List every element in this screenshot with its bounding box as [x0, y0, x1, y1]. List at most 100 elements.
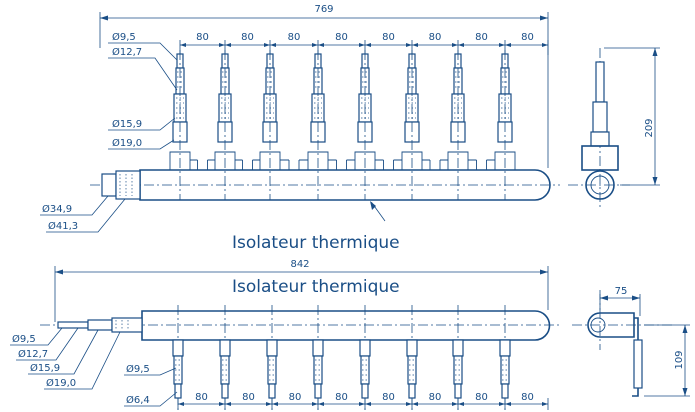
callout-d34-9: Ø34,9: [42, 203, 72, 215]
callout-d41-3: Ø41,3: [48, 220, 78, 232]
pitch-dimension-chain: 80 80 80 80 80 80 80 80: [179, 32, 549, 55]
pitch-label: 80: [475, 32, 488, 43]
outlet-stubs-bottom: [172, 305, 511, 410]
outlet-stub-bottom: [172, 305, 184, 410]
outlet-stub: [262, 50, 278, 200]
pitch-label-bottom: 80: [335, 392, 348, 403]
pitch-arrow-bottom: [452, 402, 458, 406]
side-profile-bottom: [587, 312, 635, 338]
side-pipe-circle: [585, 170, 615, 200]
insulation-label-top: Isolateur thermique: [232, 233, 400, 253]
width-label-75: 75: [615, 286, 628, 297]
inlet-tube-mid: [87, 319, 113, 331]
pitch-label-bottom: 80: [242, 392, 255, 403]
leader-d41-3: [46, 198, 126, 233]
side-clamp-top: [581, 145, 619, 171]
outlet-stub-bottom: [499, 305, 511, 410]
callout-out-d6-4: Ø6,4: [126, 394, 150, 406]
leader-d19-0: [108, 139, 175, 150]
top-view: 769 80 80 80 80 80 80 80 80 Ø9,5 Ø12,7 Ø15,9 Ø1…: [40, 4, 660, 253]
pitch-arrow-bottom: [505, 402, 511, 406]
pitch-arrow-bottom: [312, 402, 318, 406]
pitch-arrow: [406, 43, 412, 47]
pitch-arrow-bottom: [365, 402, 371, 406]
inlet-fitting: [115, 170, 141, 200]
callout-b-d12-7: Ø12,7: [18, 348, 48, 360]
outlet-stub: [217, 50, 233, 200]
bottom-view: 842 Isolateur thermique Ø9,5 Ø12,7 Ø15,9…: [10, 259, 690, 410]
pitch-arrow: [365, 43, 371, 47]
pitch-arrow-bottom: [499, 402, 505, 406]
pitch-label: 80: [241, 32, 254, 43]
overall-length-label-bottom: 842: [290, 259, 309, 270]
outlet-stub-bottom: [312, 305, 324, 410]
pitch-arrow-bottom: [542, 402, 548, 406]
pitch-label: 80: [335, 32, 348, 43]
inlet-tube-small: [57, 321, 89, 329]
clamp-teeth: [169, 151, 516, 170]
pitch-label-bottom: 80: [195, 392, 208, 403]
pitch-arrow: [318, 43, 324, 47]
callout-b-d15-9: Ø15,9: [30, 362, 60, 374]
overall-length-label: 769: [314, 4, 333, 15]
pitch-label-bottom: 80: [475, 392, 488, 403]
pitch-arrow-bottom: [225, 402, 231, 406]
outlet-stubs: [172, 50, 513, 200]
callout-d15-9: Ø15,9: [112, 118, 142, 130]
pitch-label-bottom: 80: [429, 392, 442, 403]
callout-d19-0: Ø19,0: [112, 137, 142, 149]
pitch-label: 80: [196, 32, 209, 43]
pitch-arrow-bottom: [406, 402, 412, 406]
pitch-label: 80: [382, 32, 395, 43]
pitch-label: 80: [288, 32, 301, 43]
leader-d9-5: [108, 42, 178, 61]
inlet-nut: [101, 173, 117, 197]
outlet-stub: [310, 50, 326, 200]
pitch-label: 80: [521, 32, 534, 43]
callout-d12-7: Ø12,7: [112, 46, 142, 58]
pitch-arrow: [219, 43, 225, 47]
pitch-arrow: [225, 43, 231, 47]
pitch-arrow-bottom: [458, 402, 464, 406]
pitch-arrow: [452, 43, 458, 47]
pitch-arrow: [359, 43, 365, 47]
outlet-stub-bottom: [452, 305, 464, 410]
pitch-arrow: [542, 43, 548, 47]
callout-d9-5: Ø9,5: [112, 31, 136, 43]
outlet-stub: [172, 50, 188, 200]
leader-d12-7: [108, 57, 178, 91]
pitch-arrow-bottom: [178, 402, 184, 406]
leader-d15-9: [108, 117, 176, 131]
outlet-stub-bottom: [359, 305, 371, 410]
pitch-arrow-bottom: [412, 402, 418, 406]
header-pipe-body-bottom: [141, 310, 551, 341]
outlet-stub: [357, 50, 373, 200]
outlet-stub-bottom: [406, 305, 418, 410]
pitch-label-bottom: 80: [382, 392, 395, 403]
inlet-tube-large: [111, 317, 143, 333]
pitch-arrow-bottom: [318, 402, 324, 406]
pitch-arrow-bottom: [266, 402, 272, 406]
height-label-109: 109: [674, 350, 685, 369]
outlet-stub: [497, 50, 513, 200]
outlet-stub: [404, 50, 420, 200]
pitch-label: 80: [429, 32, 442, 43]
insulation-label-bottom: Isolateur thermique: [232, 277, 400, 297]
pitch-arrow: [264, 43, 270, 47]
pitch-arrow: [270, 43, 276, 47]
callout-b-d19-0: Ø19,0: [46, 377, 76, 389]
callout-out-d9-5: Ø9,5: [126, 363, 150, 375]
pitch-arrow: [499, 43, 505, 47]
outlet-stub-bottom: [219, 305, 231, 410]
outlet-stub-bottom: [266, 305, 278, 410]
pitch-arrow-bottom: [219, 402, 225, 406]
pitch-arrow-bottom: [272, 402, 278, 406]
pitch-arrow: [180, 43, 186, 47]
pitch-arrow: [412, 43, 418, 47]
pitch-arrow: [505, 43, 511, 47]
callout-b-d9-5: Ø9,5: [12, 333, 36, 345]
pitch-arrow: [312, 43, 318, 47]
pitch-label-bottom: 80: [521, 392, 534, 403]
pitch-arrow-bottom: [359, 402, 365, 406]
